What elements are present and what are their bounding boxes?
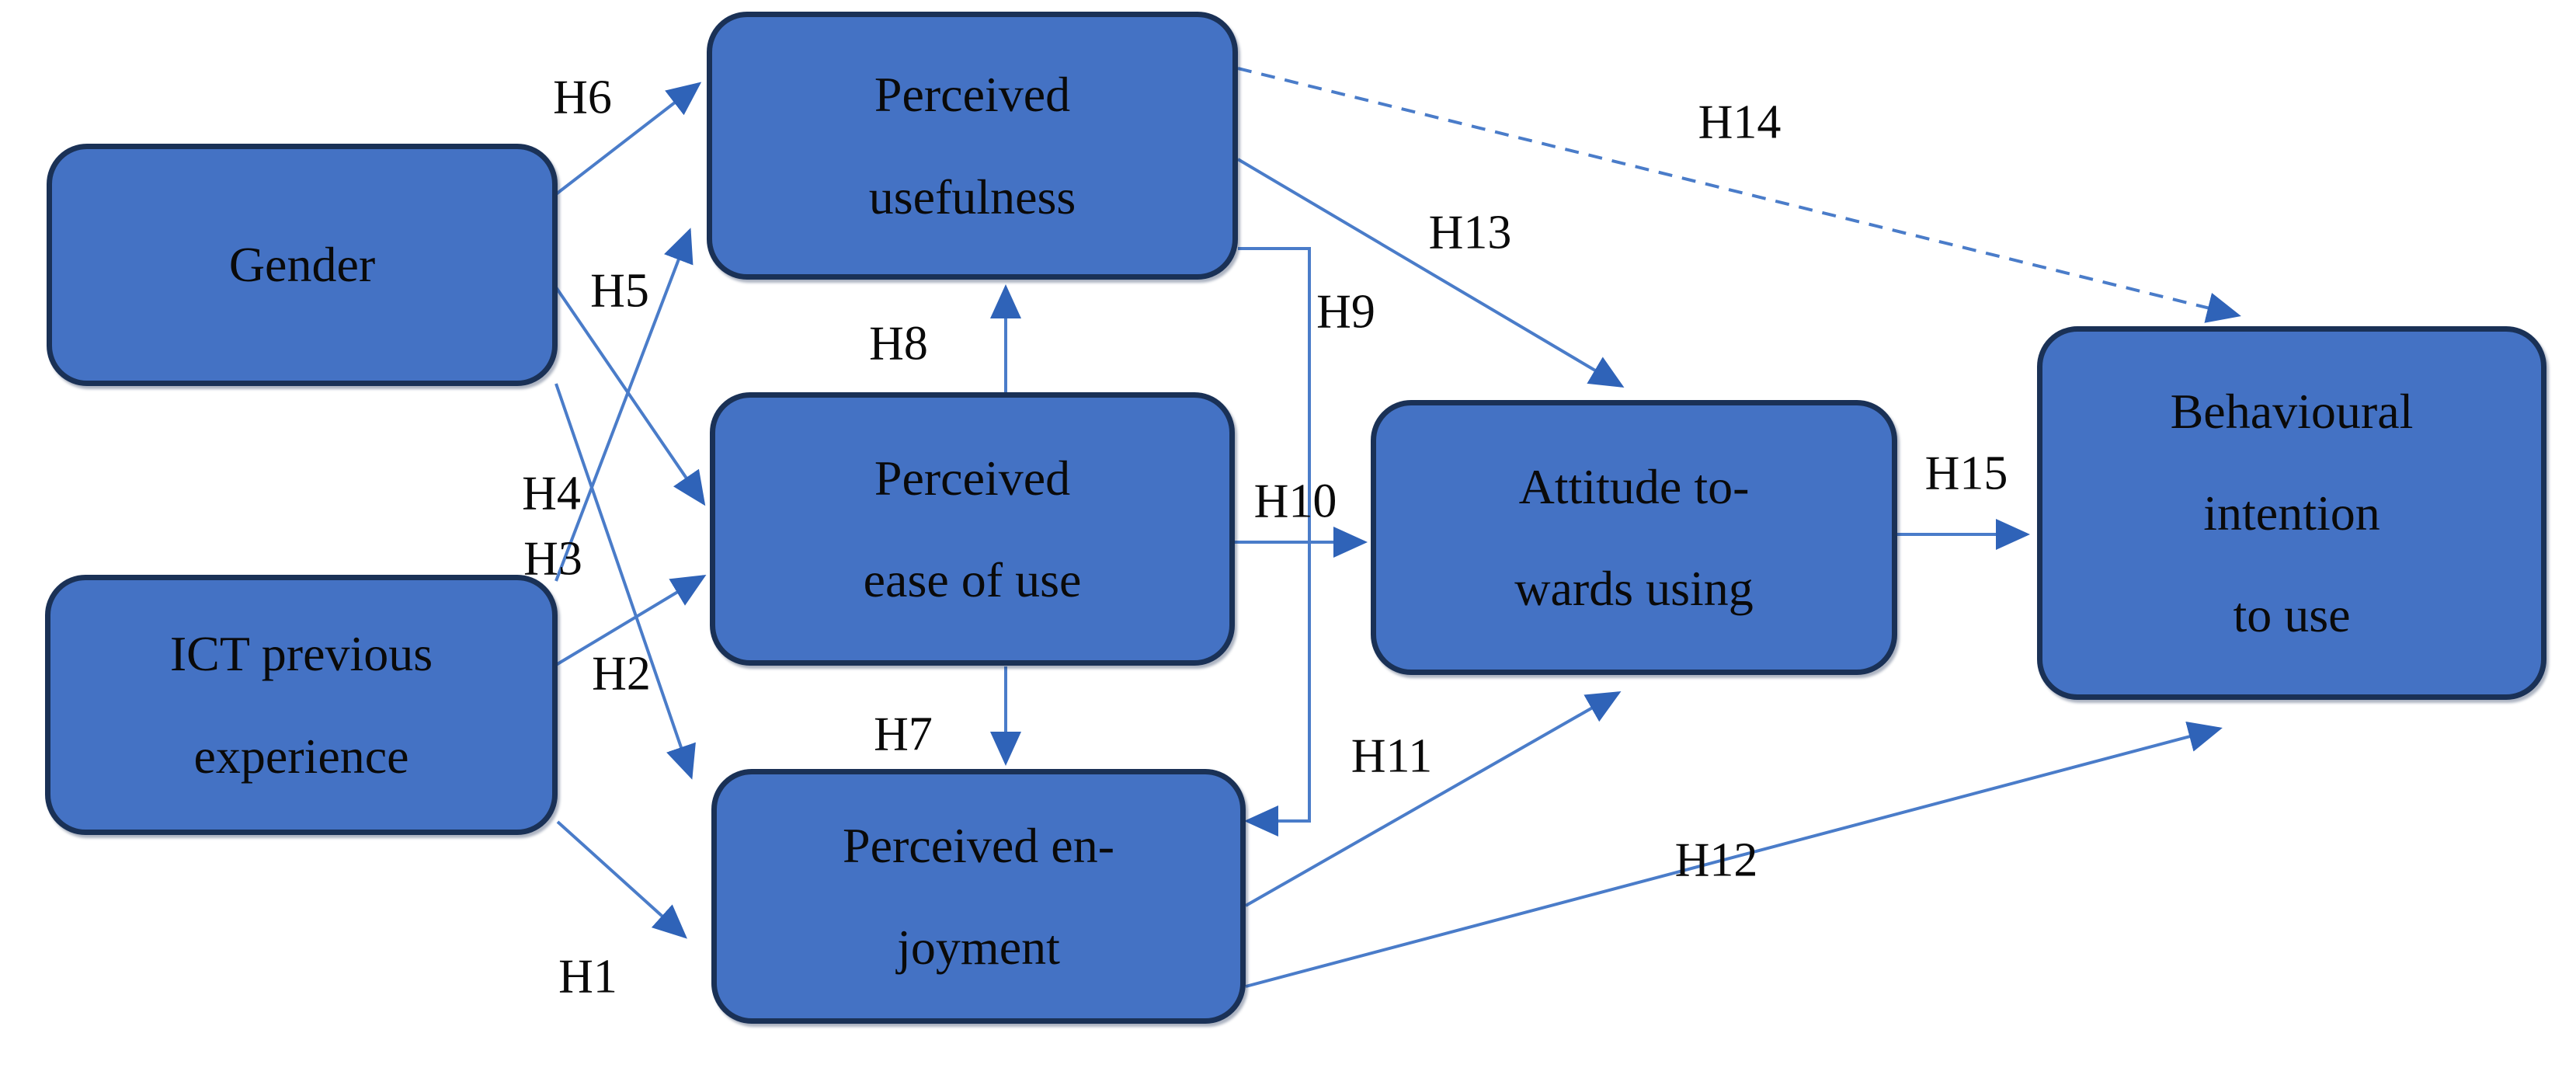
box-perceived-enjoyment-line-1: Perceived en-: [842, 817, 1115, 873]
box-behavioural-intention-to-use: Behavioural intention to use: [2037, 326, 2546, 700]
arrow-line-h13: [1236, 158, 1625, 388]
arrow-label-h12: H12: [1674, 833, 1758, 887]
box-attitude-towards-using-line-1: Attitude to-: [1518, 458, 1750, 514]
box-perceived-enjoyment-line-2: joyment: [897, 920, 1060, 975]
box-attitude-towards-using: Attitude to-wards using: [1371, 400, 1897, 675]
box-gender: Gender: [47, 144, 558, 386]
arrow-label-h1: H1: [558, 950, 617, 1004]
arrow-label-h15: H15: [1924, 447, 2008, 500]
box-ict-previous-experience: ICT previous experience: [45, 575, 558, 835]
box-perceived-ease-of-use-line-2: ease of use: [863, 552, 1082, 607]
arrow-line-h2: [554, 383, 696, 780]
arrow-line-h11: [1245, 691, 1622, 907]
arrow-label-h11: H11: [1351, 729, 1433, 783]
arrow-line-h4: [554, 286, 706, 506]
arrow-line-h3: [554, 574, 707, 666]
arrow-line-h6: [554, 82, 702, 196]
box-behavioural-intention-to-use-line-2: intention: [2203, 485, 2380, 541]
box-behavioural-intention-to-use-line-3: to use: [2233, 587, 2351, 643]
arrow-line-h9: [1238, 247, 1311, 837]
arrow-line-h5: [554, 228, 694, 582]
arrow-label-h6: H6: [553, 71, 612, 124]
arrow-label-h14: H14: [1698, 96, 1782, 149]
arrow-label-h9: H9: [1316, 285, 1375, 339]
box-ict-previous-experience-line-2: experience: [193, 728, 409, 784]
box-perceived-ease-of-use: Perceived ease of use: [710, 392, 1235, 666]
arrow-label-h13: H13: [1428, 206, 1512, 259]
arrow-label-h8: H8: [869, 317, 928, 370]
box-ict-previous-experience-line-1: ICT previous: [169, 626, 433, 682]
box-attitude-towards-using-line-2: wards using: [1514, 561, 1754, 616]
box-perceived-ease-of-use-line-1: Perceived: [874, 450, 1071, 506]
arrow-label-h4: H4: [522, 467, 581, 520]
arrow-label-h10: H10: [1253, 475, 1337, 528]
arrow-group: [554, 67, 2241, 988]
box-behavioural-intention-to-use-line-1: Behavioural: [2170, 383, 2414, 439]
box-perceived-usefulness-line-2: usefulness: [868, 169, 1076, 224]
arrow-label-h3: H3: [523, 532, 582, 586]
arrow-line-h12: [1245, 721, 2223, 988]
arrow-label-h2: H2: [592, 647, 651, 701]
arrow-line-h1: [556, 820, 687, 939]
box-gender-line-1: Gender: [228, 237, 376, 293]
box-perceived-enjoyment: Perceived en-joyment: [711, 769, 1246, 1024]
arrow-line-h14: [1237, 67, 2241, 323]
arrow-label-h5: H5: [590, 264, 649, 318]
box-perceived-usefulness-line-1: Perceived: [874, 67, 1071, 123]
arrow-label-h7: H7: [874, 708, 933, 761]
box-perceived-usefulness: Perceived usefulness: [707, 12, 1238, 280]
